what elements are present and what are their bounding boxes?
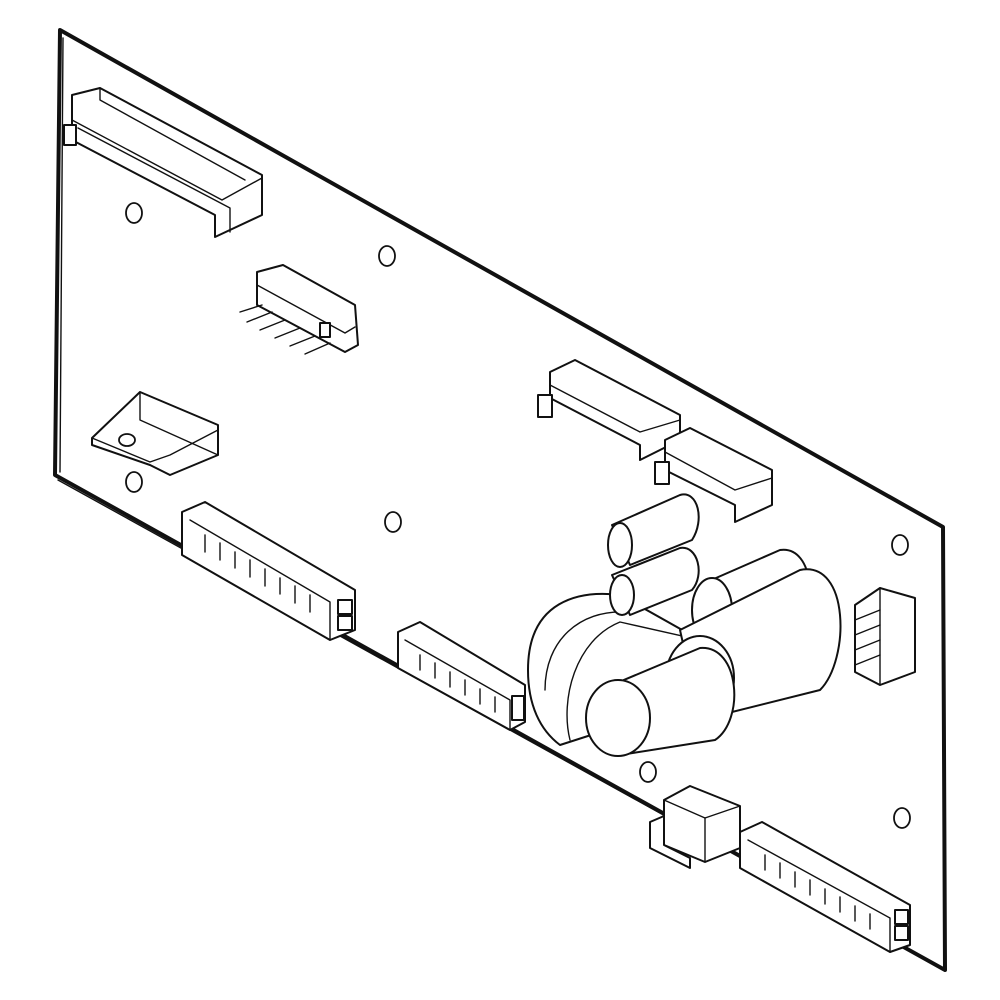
relay [649,785,741,869]
mounting-hole [639,761,657,783]
ribbon-connector [537,359,681,461]
mounting-hole [125,202,143,224]
pin-header [239,264,359,355]
ribbon-connector [63,87,263,238]
voltage-regulator [91,391,219,476]
capacitor [607,493,700,568]
mounting-holes [125,202,911,829]
edge-connector [739,821,911,953]
terminal-connector [854,587,916,686]
mounting-hole [118,433,136,447]
mounting-hole [125,471,143,493]
capacitor [609,546,700,616]
capacitor [585,646,736,757]
mounting-hole [891,534,909,556]
ribbon-connector [654,427,773,523]
mounting-hole [384,511,402,533]
mounting-hole [378,245,396,267]
mounting-hole [893,807,911,829]
edge-connector [397,621,526,731]
edge-connector [181,501,356,641]
